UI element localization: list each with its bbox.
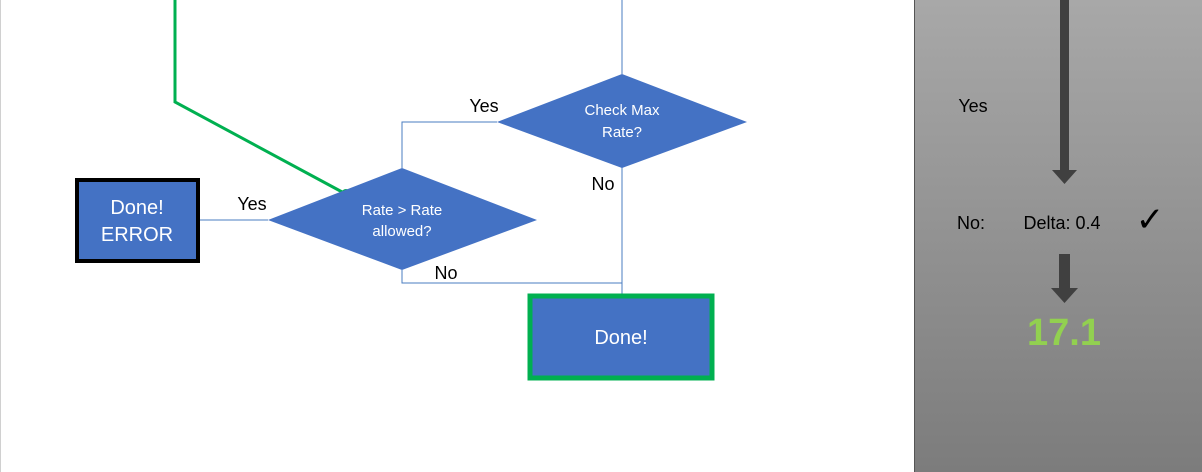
done-error-node xyxy=(75,178,200,263)
edge-label-rate-no: No xyxy=(434,263,457,283)
check-max-decision xyxy=(497,74,747,168)
highlight-path xyxy=(173,0,345,195)
result-value: 17.1 xyxy=(1027,312,1101,354)
check-mark-icon: ✓ xyxy=(1136,200,1165,240)
edge-label-max-no: No xyxy=(591,174,614,194)
done-error-label-line2: ERROR xyxy=(101,224,173,246)
side-panel xyxy=(914,0,1202,472)
edge-label-max-yes: Yes xyxy=(469,96,498,116)
rate-check-label-line1: Rate > Rate xyxy=(362,202,442,219)
side-arrow-top-shaft xyxy=(1060,0,1069,170)
rate-check-decision xyxy=(268,168,537,270)
side-arrow-bottom-shaft xyxy=(1059,254,1070,288)
side-arrow-top-head xyxy=(1052,170,1077,184)
rate-check-label-line2: allowed? xyxy=(372,223,431,240)
edge-label-rate-yes: Yes xyxy=(237,194,266,214)
side-arrow-bottom-head xyxy=(1051,288,1078,303)
done-label: Done! xyxy=(594,327,647,349)
check-max-label-line1: Check Max xyxy=(584,102,660,119)
connector-rate-no-to-done xyxy=(401,270,622,284)
connector-check-max-yes-to-rate xyxy=(401,121,497,168)
side-no-label: No: xyxy=(957,213,985,233)
side-yes-label: Yes xyxy=(958,96,987,116)
done-error-label-line1: Done! xyxy=(110,197,163,219)
side-delta-text: Delta: 0.4 xyxy=(1023,213,1100,233)
check-max-label-line2: Rate? xyxy=(602,124,642,141)
done-node xyxy=(527,293,715,381)
